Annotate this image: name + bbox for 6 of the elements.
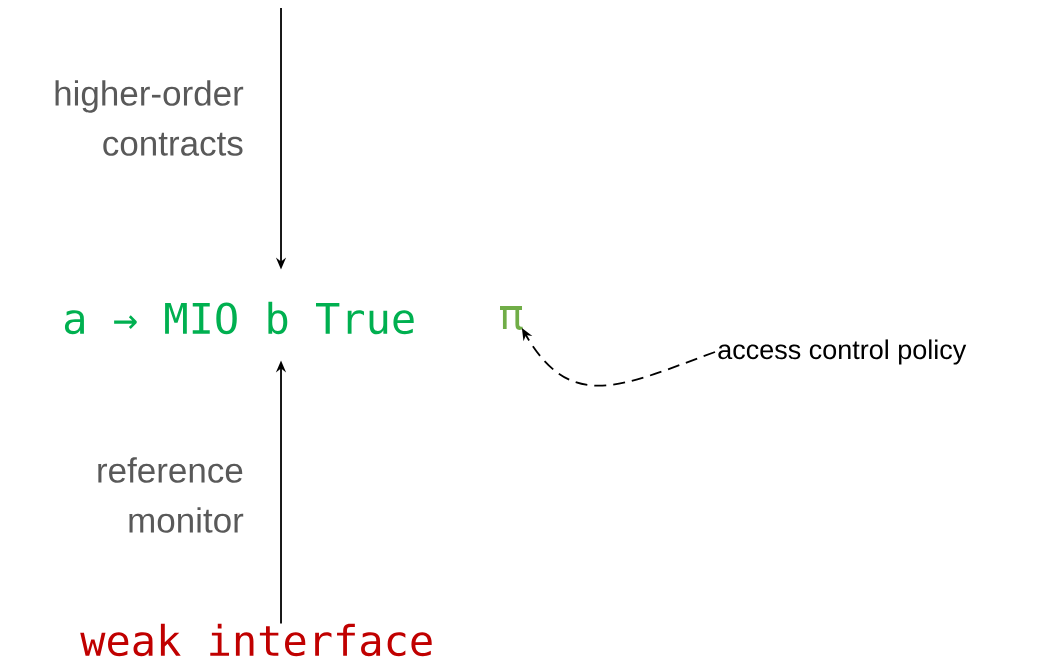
edge-label: higher-order contracts (55, 80, 244, 156)
code-text: weak interface (80, 623, 432, 657)
code-text: a → MIO b True (64, 301, 414, 335)
annotation-text: access control policy (718, 339, 967, 365)
edge-label: reference monitor (98, 457, 244, 533)
symbol: π (500, 306, 523, 330)
